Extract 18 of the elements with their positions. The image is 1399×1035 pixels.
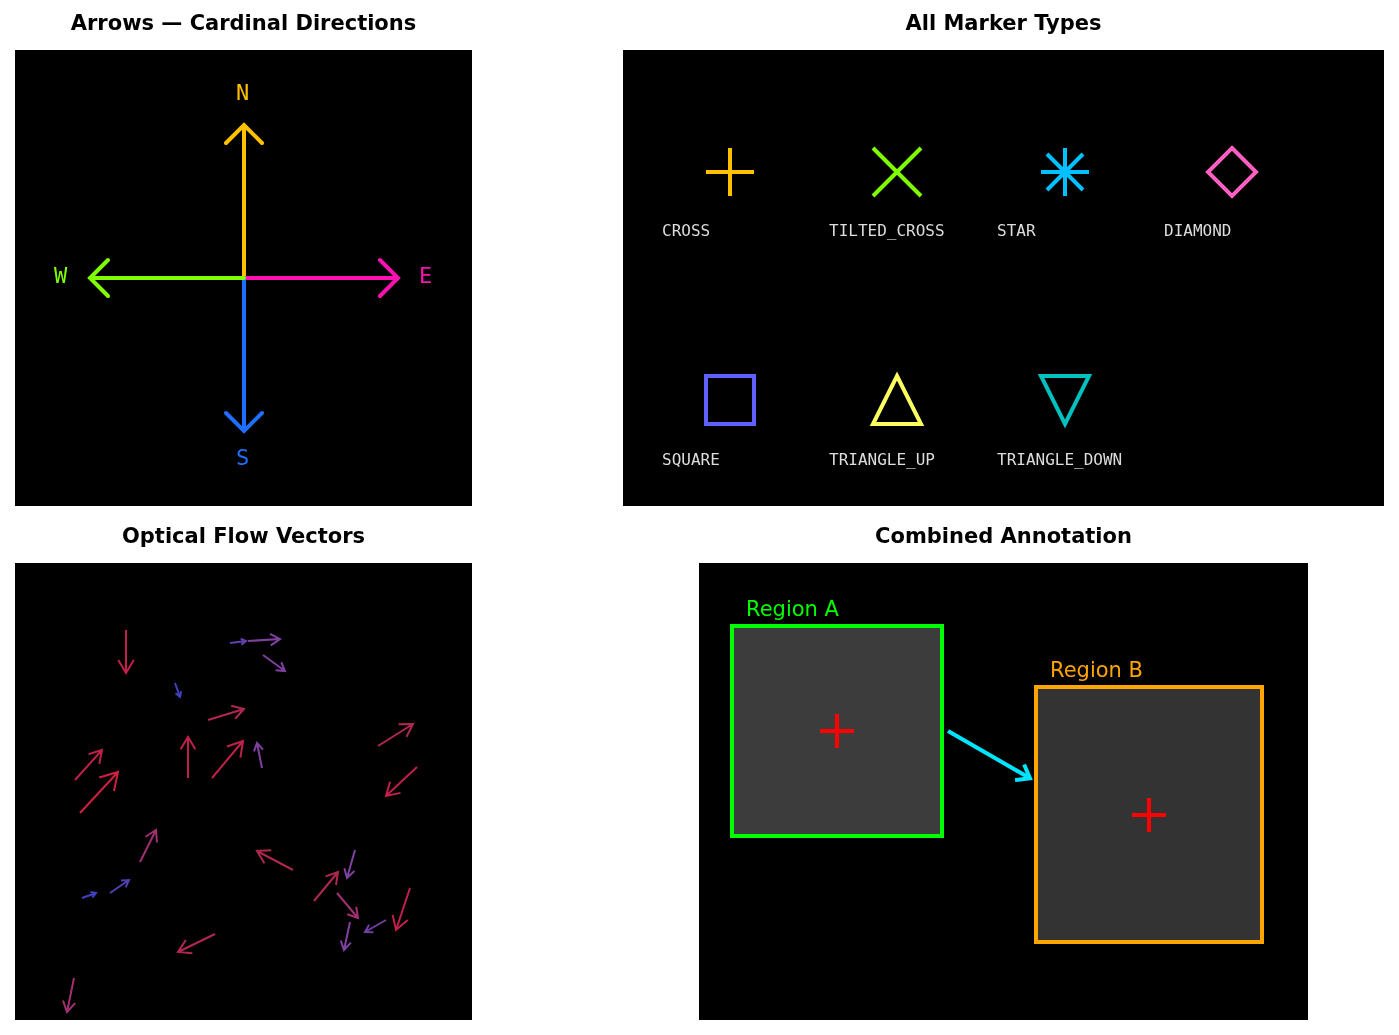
marker-name: TRIANGLE_DOWN (997, 450, 1123, 470)
region-label: Region A (746, 596, 839, 622)
marker-name: TILTED_CROSS (829, 221, 945, 241)
panel-title: All Marker Types (904, 10, 1103, 37)
direction-letter: S (236, 448, 250, 468)
marker-name: STAR (997, 221, 1036, 241)
marker-name: SQUARE (662, 450, 720, 470)
marker-name: TRIANGLE_UP (829, 450, 935, 470)
panel-title: Arrows — Cardinal Directions (69, 10, 418, 37)
panel-title: Optical Flow Vectors (120, 523, 367, 550)
direction-letter: E (419, 266, 433, 286)
marker-name: DIAMOND (1164, 221, 1232, 241)
direction-letter: W (54, 266, 68, 286)
marker-name: CROSS (662, 221, 711, 241)
arrow (947, 729, 1032, 783)
direction-letter: N (236, 83, 250, 103)
region-label: Region B (1050, 657, 1143, 683)
panel-title: Combined Annotation (874, 523, 1133, 550)
